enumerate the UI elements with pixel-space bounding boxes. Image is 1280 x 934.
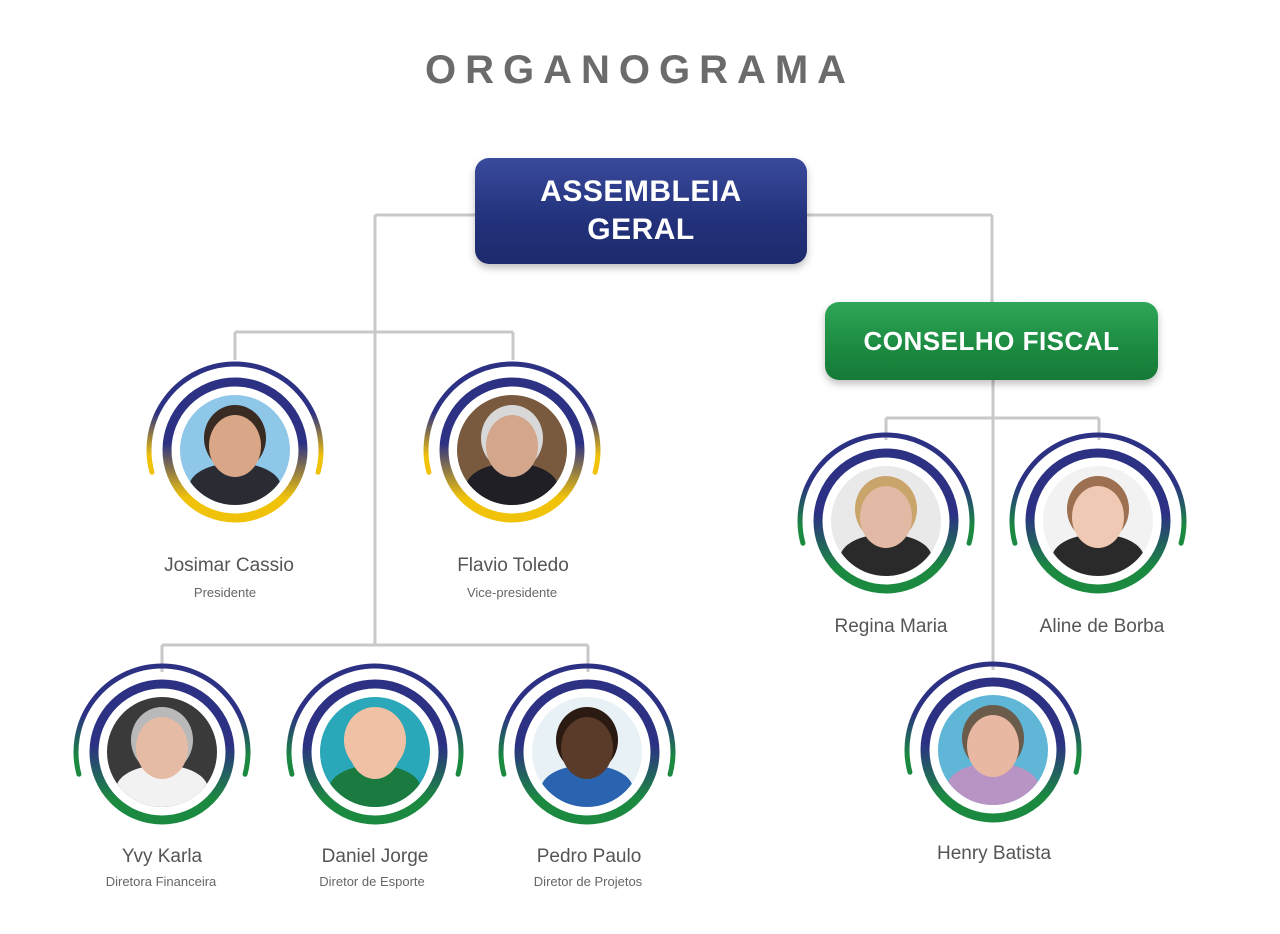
member-name-regina: Regina Maria [834,616,948,637]
avatar-photo [176,391,294,509]
assembly-box[interactable]: ASSEMBLEIA GERAL [475,158,807,264]
fiscal-box[interactable]: CONSELHO FISCAL [825,302,1158,380]
fiscal-label: CONSELHO FISCAL [863,325,1120,356]
avatar-ring-inner [1025,448,1171,594]
avatar-ring-outer [146,361,324,475]
avatar-ring-inner [89,679,235,825]
avatar-ring [498,663,676,825]
avatar-ring-inner [162,377,308,523]
member-role-flavio: Vice-presidente [466,585,558,600]
avatar-ring [146,361,324,523]
avatar-ring-inner [920,677,1066,823]
avatar-photo [827,462,945,580]
avatar-ring [73,663,251,825]
assembly-line2: GERAL [587,213,695,246]
member-name-yvy: Yvy Karla [121,846,203,867]
avatar-face-shape [209,415,261,477]
avatar-ring-inner [302,679,448,825]
member-role-josimar: Presidente [193,585,257,600]
member-role-yvy: Diretora Financeira [105,874,217,889]
avatar-ring-outer [904,661,1082,775]
avatar-face-shape [349,717,401,779]
avatar-ring-outer [797,432,975,546]
page-title: ORGANOGRAMA [424,48,856,92]
avatar-ring [1009,432,1187,594]
member-name-aline: Aline de Borba [1039,616,1165,637]
avatar-photo [103,693,221,811]
avatar-ring [423,361,601,523]
member-role-pedro: Diretor de Projetos [533,874,643,889]
member-name-henry: Henry Batista [936,843,1052,864]
avatar-ring [797,432,975,594]
avatar-ring [286,663,464,825]
avatar-face-shape [561,717,613,779]
avatar-face-shape [136,717,188,779]
member-name-josimar: Josimar Cassio [164,555,294,576]
member-name-daniel: Daniel Jorge [321,846,429,867]
assembly-line1: ASSEMBLEIA [540,175,742,208]
avatar-photo [316,693,434,811]
member-name-flavio: Flavio Toledo [457,555,569,576]
avatar-ring-inner [439,377,585,523]
avatar-ring-outer [1009,432,1187,546]
avatar-photo [1039,462,1157,580]
avatar-ring-outer [286,663,464,777]
avatar-ring [904,661,1082,823]
avatar-face-shape [860,486,912,548]
avatar-ring-outer [423,361,601,475]
avatar-face-shape [486,415,538,477]
avatar-ring-inner [813,448,959,594]
avatar-ring-outer [498,663,676,777]
avatar-face-shape [967,715,1019,777]
avatar-ring-inner [514,679,660,825]
avatar-photo [453,391,571,509]
member-name-pedro: Pedro Paulo [536,846,642,867]
member-role-daniel: Diretor de Esporte [319,874,425,889]
avatar-photo [934,691,1052,809]
avatar-photo [528,693,646,811]
avatar-ring-outer [73,663,251,777]
avatar-face-shape [1072,486,1124,548]
